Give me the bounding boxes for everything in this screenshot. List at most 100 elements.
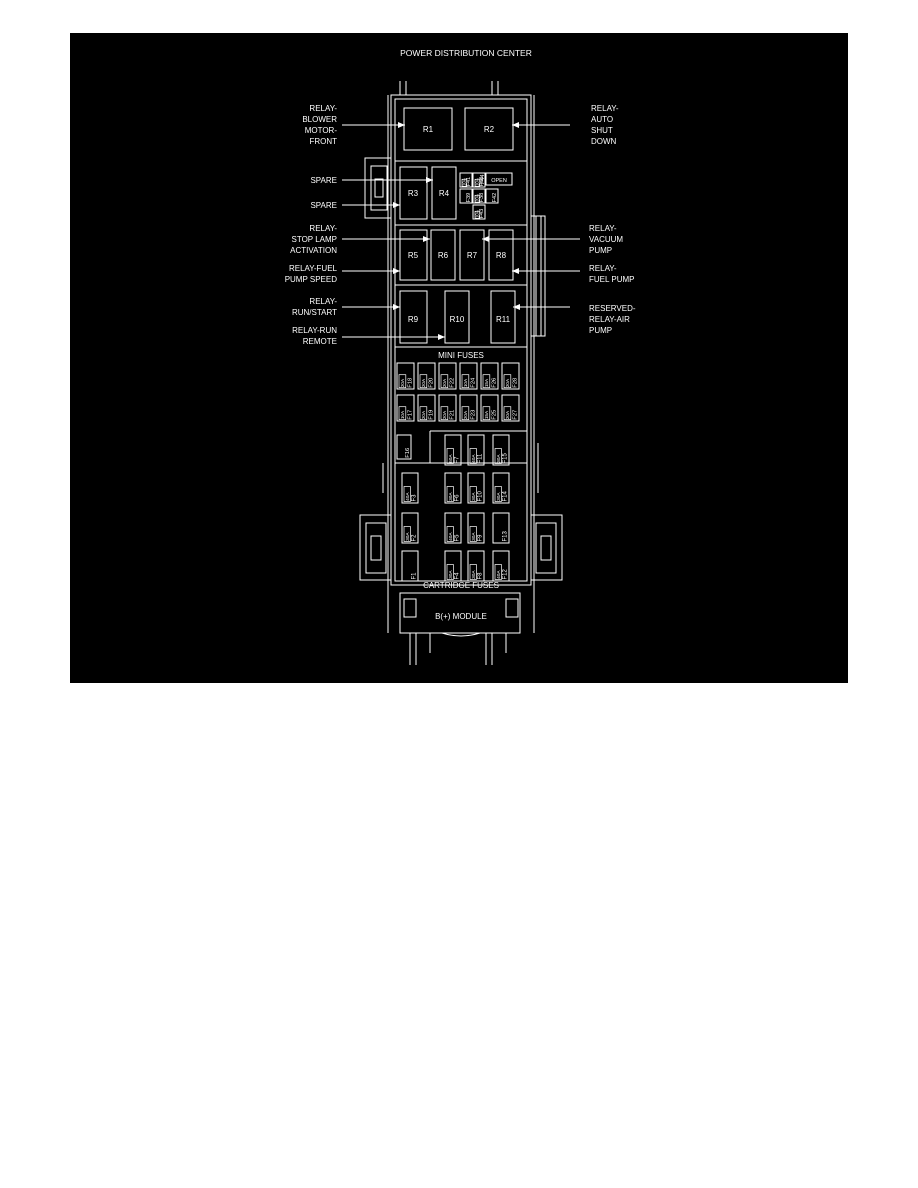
- fuse-amp-label: 30A: [496, 492, 502, 501]
- fuse-id-label: F28: [512, 378, 518, 388]
- fuse-f44: [485, 172, 513, 186]
- callout-blower-line: RELAY-: [309, 104, 337, 113]
- fuse-amp-box: [461, 178, 468, 187]
- callout-auto-shutdown-line: DOWN: [591, 137, 617, 146]
- fuse-id-label: F23: [470, 410, 476, 420]
- fuse-amp-label: 10A: [400, 410, 405, 419]
- callout-spare-2-line: SPARE: [310, 201, 337, 210]
- fuse-f21: [438, 394, 457, 422]
- fuse-amp-box: [446, 486, 454, 502]
- fuse-f8: [467, 550, 485, 582]
- fuse-id-label: F25: [491, 410, 497, 420]
- fuse-id-label: F40: [479, 177, 485, 186]
- fuse-amp-box: [482, 406, 491, 421]
- callout-run-remote-line: REMOTE: [303, 337, 337, 346]
- fuse-amp-box: [446, 448, 454, 464]
- callout-air-pump-line: RELAY-AIR: [589, 315, 630, 324]
- power-distribution-center-diagram: POWER DISTRIBUTION CENTER: [70, 33, 848, 683]
- relay-r4-label: R4: [439, 189, 450, 198]
- fuse-id-label: F9: [478, 534, 484, 542]
- fuse-amp-label: 30A: [448, 492, 454, 501]
- fuse-amp-label: 40A: [448, 532, 454, 541]
- fuse-amp-label: 10A: [463, 378, 468, 387]
- callout-blower-line: MOTOR-: [305, 126, 338, 135]
- fuse-f38: [472, 188, 486, 204]
- fuse-id-label: F7: [455, 456, 461, 464]
- fuse-amp-box: [403, 486, 411, 502]
- fuse-f23: [459, 394, 478, 422]
- arrow-head: [423, 236, 430, 242]
- fuse-amp-label: 20A: [505, 378, 510, 387]
- fuse-amp-label: 20A: [442, 410, 447, 419]
- fuse-amp-label: 20A: [442, 378, 447, 387]
- fuse-f42: [485, 188, 499, 204]
- fuse-f27: [501, 394, 520, 422]
- fuse-amp-box: [494, 448, 502, 464]
- fuse-amp-label: 20A: [505, 410, 510, 419]
- callout-auto-shutdown-line: AUTO: [591, 115, 613, 124]
- fuse-f15: [492, 434, 510, 466]
- fuse-f41: [459, 172, 473, 188]
- callout-fuel-pump-line: FUEL PUMP: [589, 275, 635, 284]
- fuse-id-label: F27: [512, 410, 518, 420]
- relay-r6: [430, 229, 456, 281]
- fuse-amp-box: [461, 374, 470, 389]
- mini-fuses-label: MINI FUSES: [438, 351, 484, 360]
- fuse-amp-box: [461, 406, 470, 421]
- fuse-id-label: F5: [455, 534, 461, 542]
- relay-r7: [459, 229, 485, 281]
- relay-r11: [490, 290, 516, 344]
- fuse-id-label: F11: [478, 453, 484, 464]
- fuse-f20: [417, 362, 436, 390]
- arrow-head: [513, 304, 520, 310]
- arrow-head: [426, 177, 433, 183]
- fuse-f40: [472, 172, 486, 188]
- fuse-amp-label: 20A: [421, 410, 426, 419]
- fuse-f28: [501, 362, 520, 390]
- fuse-id-label: F12: [503, 568, 509, 579]
- relay-r3-label: R3: [408, 189, 419, 198]
- fuse-f18: [396, 362, 415, 390]
- diagram-panel: POWER DISTRIBUTION CENTER: [70, 33, 848, 683]
- fuse-f22: [438, 362, 457, 390]
- fuse-amp-box: [446, 564, 454, 580]
- fuse-f1: [401, 550, 419, 582]
- fuse-f43: [472, 204, 486, 220]
- fuse-amp-label: 20A: [400, 378, 405, 387]
- callout-run-remote-line: RELAY-RUN: [292, 326, 337, 335]
- fuse-amp-box: [503, 406, 512, 421]
- callout-vacuum-pump-line: PUMP: [589, 246, 612, 255]
- fuse-f24: [459, 362, 478, 390]
- fuse-f14: [492, 472, 510, 504]
- fuse-amp-box: [494, 486, 502, 502]
- fuse-amp-label: 40A: [471, 454, 477, 463]
- relay-r8: [488, 229, 514, 281]
- fuse-f13: [492, 512, 510, 544]
- fuse-amp-label: 10A: [475, 178, 480, 186]
- fuse-amp-box: [469, 448, 477, 464]
- fuse-amp-box: [440, 406, 449, 421]
- fuse-f17: [396, 394, 415, 422]
- callout-spare-1-line: SPARE: [310, 176, 337, 185]
- fuse-f4: [444, 550, 462, 582]
- relay-r5: [399, 229, 428, 281]
- fuse-amp-box: [398, 406, 407, 421]
- fuse-id-label: F8: [478, 572, 484, 580]
- fuse-amp-label: 20A: [475, 194, 480, 202]
- callout-stop-lamp-line: STOP LAMP: [292, 235, 338, 244]
- callout-vacuum-pump-line: VACUUM: [589, 235, 623, 244]
- fuse-amp-label: 30A: [405, 532, 411, 541]
- fuse-id-label: F41: [466, 177, 472, 186]
- fuse-amp-label: 30A: [471, 492, 477, 501]
- relay-r6-label: R6: [438, 251, 449, 260]
- fuse-amp-label: 20A: [463, 410, 468, 419]
- fuse-f25: [480, 394, 499, 422]
- fuse-f2: [401, 512, 419, 544]
- arrow-head: [393, 304, 400, 310]
- fuse-f16: [396, 434, 412, 460]
- fuse-f5: [444, 512, 462, 544]
- fuse-id-label: F24: [470, 377, 476, 388]
- callout-labels: RELAY-BLOWERMOTOR-FRONTRELAY-AUTOSHUTDOW…: [285, 104, 636, 346]
- fuse-amp-label: 30A: [496, 454, 502, 463]
- fuse-amp-label: 30A: [471, 532, 477, 541]
